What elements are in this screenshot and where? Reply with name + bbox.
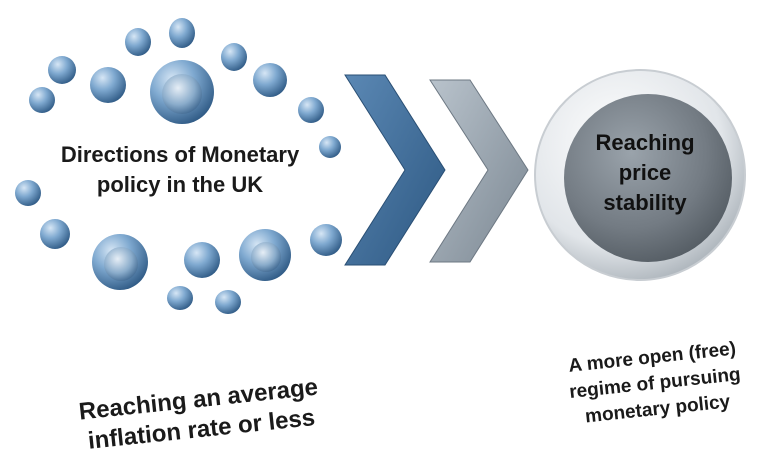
title-line: stability — [603, 190, 687, 215]
title-line: Directions of Monetary — [60, 142, 300, 167]
chevron-arrow-blue — [344, 74, 446, 266]
bubble-large-inner — [251, 242, 281, 272]
target-circle — [564, 94, 732, 262]
bubble — [48, 56, 76, 84]
bubble-large-inner — [104, 247, 138, 281]
bubble — [310, 224, 342, 256]
bubble-cluster — [15, 18, 342, 314]
bubble — [221, 43, 247, 71]
bubble — [169, 18, 195, 48]
bubble-large-inner — [162, 74, 202, 114]
title-line: Reaching — [595, 130, 695, 155]
title-line: price — [618, 160, 672, 185]
bubble — [29, 87, 55, 113]
bubble — [298, 97, 324, 123]
title-line: policy in the UK — [96, 172, 264, 197]
bubble — [184, 242, 220, 278]
bubble — [253, 63, 287, 97]
chevron-arrow-gray — [429, 79, 529, 263]
bubble — [90, 67, 126, 103]
bubble — [215, 290, 241, 314]
bubble — [125, 28, 151, 56]
left-cluster-title: Directions of Monetary policy in the UK — [20, 140, 340, 200]
bubble — [15, 180, 41, 206]
circle-title: Reaching price stability — [560, 128, 730, 218]
bubble — [167, 286, 193, 310]
bubble — [319, 136, 341, 158]
bubble — [40, 219, 70, 249]
